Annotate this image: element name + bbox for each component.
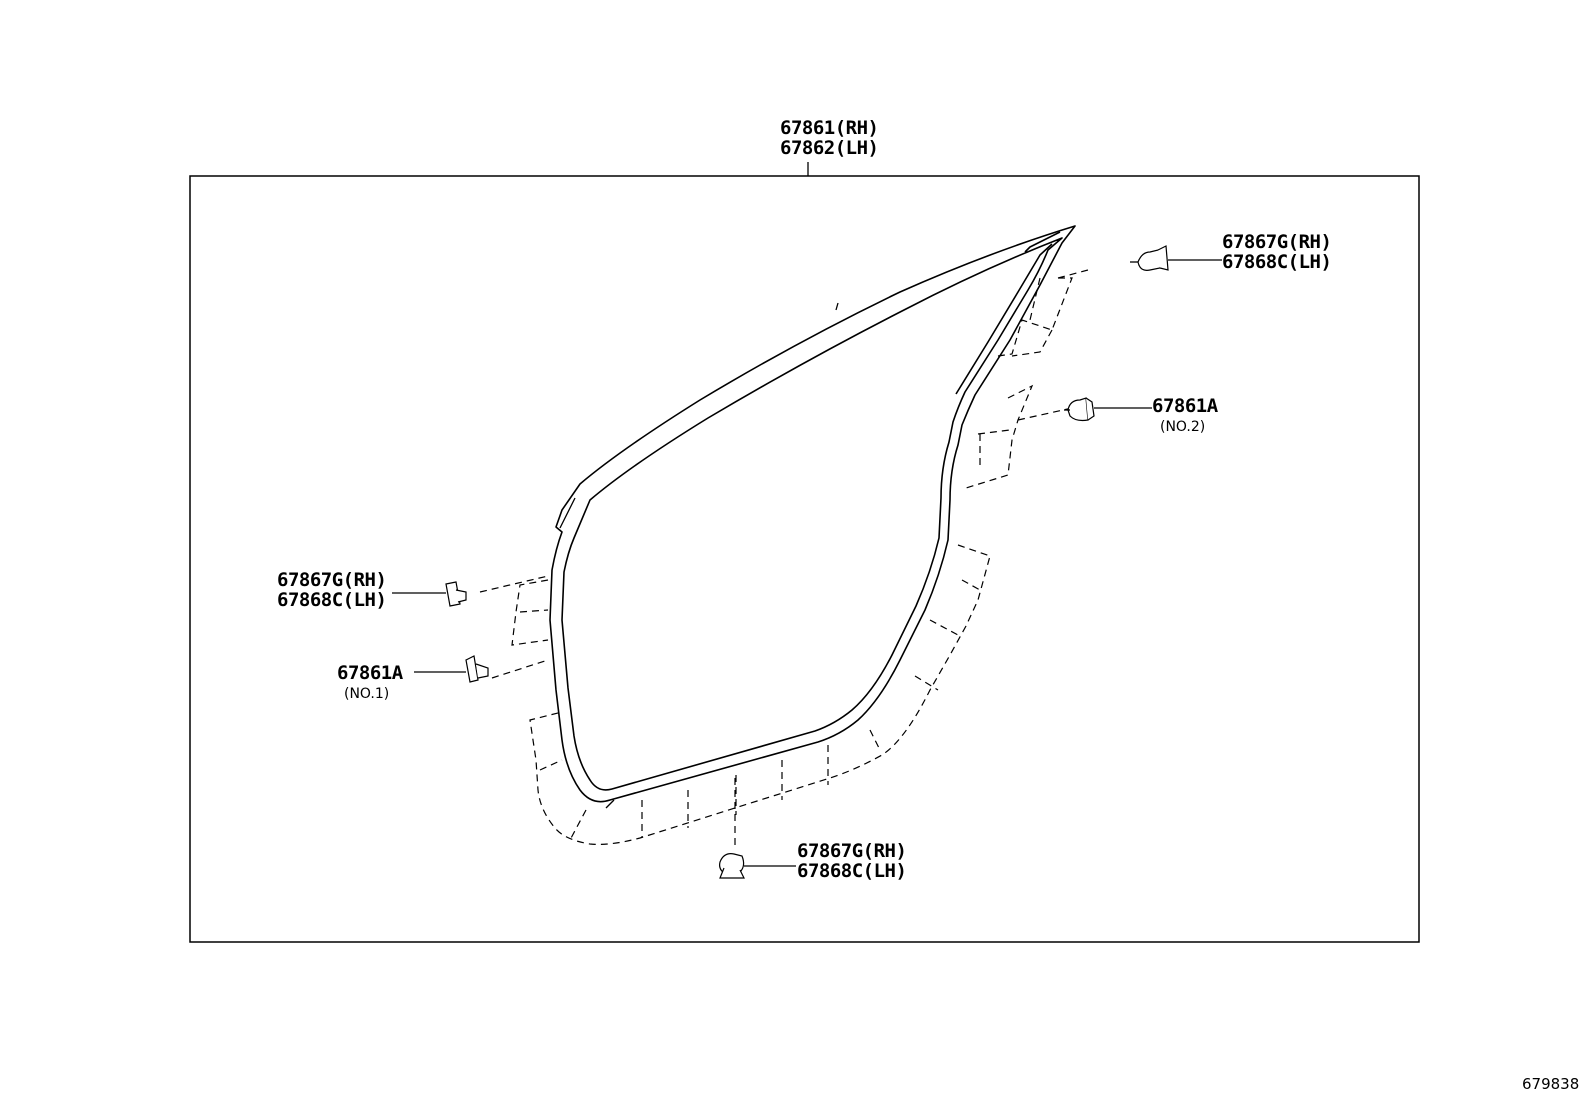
callout-left-upper-lh: 67868C(LH) [277, 589, 386, 611]
clip-icon-top-right [1130, 245, 1169, 271]
callout-right-part: 67861A [1152, 395, 1219, 417]
callout-left-lower-part: 67861A [337, 662, 404, 684]
reference-number: 679838 [1522, 1075, 1579, 1093]
clip-icon-left-lower [465, 655, 489, 683]
callout-bottom-rh: 67867G(RH) [797, 840, 906, 862]
door-weatherstrip [549, 225, 1076, 809]
callout-left-upper-rh: 67867G(RH) [277, 569, 386, 591]
main-part-label-lh: 67862(LH) [780, 137, 878, 159]
clip-position-indicators [479, 269, 1089, 850]
main-part-label-rh: 67861(RH) [780, 117, 878, 139]
callout-right-sub: (NO.2) [1160, 419, 1205, 435]
callout-top-right-rh: 67867G(RH) [1222, 231, 1331, 253]
clip-icon-left-upper [445, 581, 467, 607]
clip-icon-bottom [719, 853, 745, 879]
clip-icon-right [1064, 397, 1095, 422]
callout-left-lower-sub: (NO.1) [344, 686, 389, 702]
callout-bottom-lh: 67868C(LH) [797, 860, 906, 882]
callout-top-right-lh: 67868C(LH) [1222, 251, 1331, 273]
diagram-frame [189, 175, 1420, 943]
